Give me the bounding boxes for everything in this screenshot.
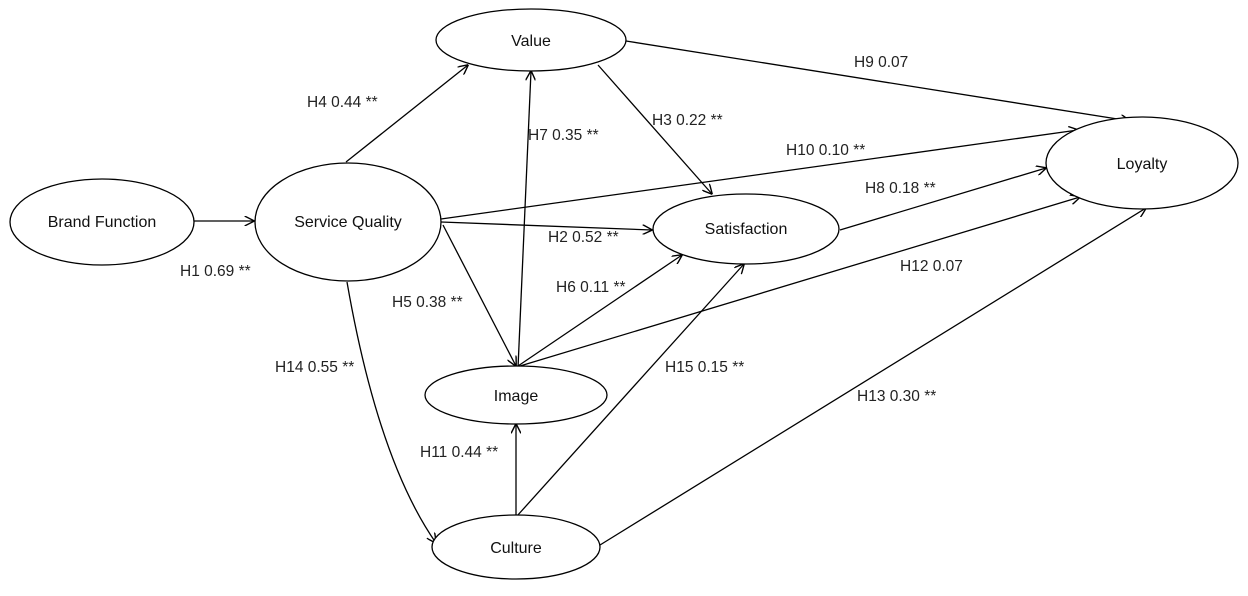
node-loyalty: Loyalty xyxy=(1045,116,1239,210)
node-satisfaction: Satisfaction xyxy=(652,193,840,265)
edge-h10-arrow xyxy=(440,130,1078,220)
edge-h3-label: H3 0.22 ** xyxy=(652,112,723,129)
node-value: Value xyxy=(435,8,627,72)
edge-h3-arrow xyxy=(597,64,712,194)
edge-h7-arrow xyxy=(517,71,531,369)
edge-h5-label: H5 0.38 ** xyxy=(392,294,463,311)
edge-h12-arrow xyxy=(519,197,1080,367)
edge-h8-label: H8 0.18 ** xyxy=(865,180,936,197)
node-service-quality: Service Quality xyxy=(254,162,442,282)
node-image-label: Image xyxy=(494,388,539,405)
edge-h2-arrow xyxy=(440,221,652,230)
edge-h6-arrow xyxy=(517,255,682,367)
edge-h1-label: H1 0.69 ** xyxy=(180,263,251,280)
node-brand-function: Brand Function xyxy=(9,178,195,266)
edge-h14-arrow xyxy=(346,281,436,543)
edge-h8-arrow xyxy=(839,168,1046,231)
edge-h15-label: H15 0.15 ** xyxy=(665,359,744,376)
node-satisfaction-label: Satisfaction xyxy=(705,221,788,238)
edge-h4-arrow xyxy=(345,65,468,163)
node-culture: Culture xyxy=(431,514,601,580)
node-loyalty-label: Loyalty xyxy=(1117,156,1168,173)
edge-h13-label: H13 0.30 ** xyxy=(857,388,936,405)
edge-layer xyxy=(194,40,1146,546)
edge-h5-arrow xyxy=(442,224,516,366)
edge-h14-label: H14 0.55 ** xyxy=(275,359,354,376)
node-brand-function-label: Brand Function xyxy=(48,214,157,231)
edge-h2-label: H2 0.52 ** xyxy=(548,229,619,246)
node-culture-label: Culture xyxy=(490,540,542,557)
edge-label-layer: H1 0.69 ** H2 0.52 ** H3 0.22 ** H4 0.44… xyxy=(180,54,963,461)
edge-h12-label: H12 0.07 xyxy=(900,258,963,275)
edge-h10-label: H10 0.10 ** xyxy=(786,142,865,159)
edge-h9-arrow xyxy=(625,40,1130,121)
edge-h11-label: H11 0.44 ** xyxy=(420,444,498,461)
node-value-label: Value xyxy=(511,33,551,50)
edge-h9-label: H9 0.07 xyxy=(854,54,908,71)
edge-h15-arrow xyxy=(516,264,744,517)
node-layer: Brand Function Service Quality Value Sat… xyxy=(9,8,1239,580)
edge-h4-label: H4 0.44 ** xyxy=(307,94,378,111)
edge-h13-arrow xyxy=(599,208,1146,546)
node-service-quality-label: Service Quality xyxy=(294,214,402,231)
node-image: Image xyxy=(424,365,608,425)
edge-h7-label: H7 0.35 ** xyxy=(528,127,599,144)
edge-h6-label: H6 0.11 ** xyxy=(556,279,626,296)
